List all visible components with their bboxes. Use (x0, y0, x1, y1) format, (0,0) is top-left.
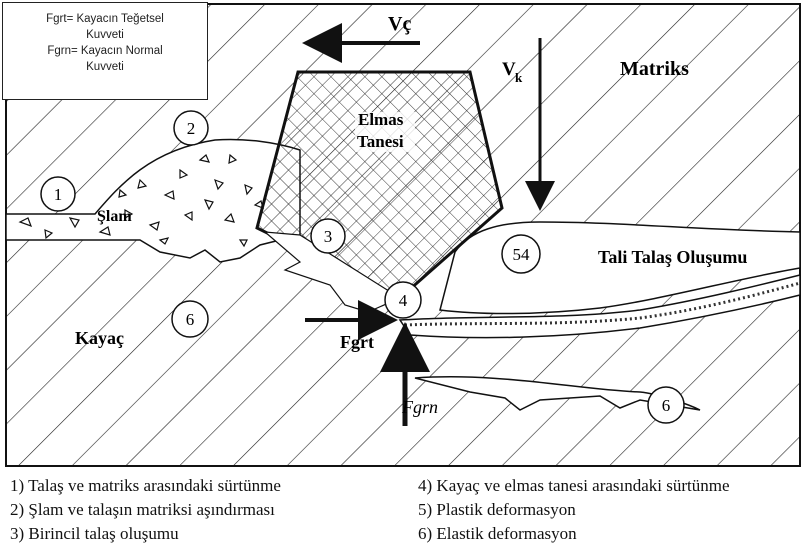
vc-label: Vç (388, 13, 411, 35)
rock-chip-band (398, 274, 801, 339)
svg-text:2: 2 (187, 119, 196, 138)
caption-3: 3) Birincil talaş oluşumu (10, 524, 179, 543)
caption-4: 4) Kayaç ve elmas tanesi arasındaki sürt… (418, 476, 730, 495)
vk-label: V (502, 59, 516, 80)
svg-text:6: 6 (186, 310, 195, 329)
matriks-label: Matriks (620, 58, 689, 80)
legend-line-4: Kuvveti (86, 61, 124, 73)
slam-channel (5, 138, 301, 263)
caption-5: 5) Plastik deformasyon (418, 500, 576, 519)
caption-6: 6) Elastik deformasyon (418, 524, 577, 543)
elastic-crack (414, 376, 701, 411)
primary-chip (263, 231, 402, 313)
svg-text:54: 54 (513, 245, 531, 264)
marker-6-left: 6 (171, 300, 209, 338)
force-legend: Fgrt= Kayacın Teğetsel Kuvveti Fgrn= Kay… (2, 2, 208, 100)
marker-4: 4 (384, 281, 422, 319)
slam-particles (18, 153, 264, 248)
fgrn-label: Fgrn (401, 397, 438, 417)
legend-line-2: Kuvveti (86, 29, 124, 41)
svg-text:1: 1 (54, 185, 63, 204)
svg-text:3: 3 (324, 227, 333, 246)
tanesi-label: Tanesi (357, 132, 404, 151)
kayac-label: Kayaç (75, 328, 124, 348)
caption-1: 1) Talaş ve matriks arasındaki sürtünme (10, 476, 281, 495)
slam-label: Şlam (97, 208, 132, 225)
elmas-label: Elmas (358, 110, 404, 129)
legend-line-3: Fgrn= Kayacın Normal (47, 45, 163, 57)
tali-label: Tali Talaş Oluşumu (598, 247, 747, 267)
svg-text:6: 6 (662, 396, 671, 415)
fgrt-label: Fgrt (340, 332, 374, 352)
caption-2: 2) Şlam ve talaşın matriksi aşındırması (10, 500, 275, 519)
elmas-label-bg (355, 112, 415, 152)
marker-3: 3 (310, 218, 346, 254)
marker-6-right: 6 (647, 386, 685, 424)
marker-1: 1 (40, 176, 76, 212)
caption-list: 1) Talaş ve matriks arasındaki sürtünme … (0, 470, 804, 548)
marker-54: 54 (501, 234, 541, 274)
legend-line-1: Fgrt= Kayacın Teğetsel (46, 13, 164, 25)
marker-2: 2 (173, 110, 209, 146)
vk-subscript: k (515, 70, 523, 85)
svg-text:4: 4 (399, 291, 408, 310)
